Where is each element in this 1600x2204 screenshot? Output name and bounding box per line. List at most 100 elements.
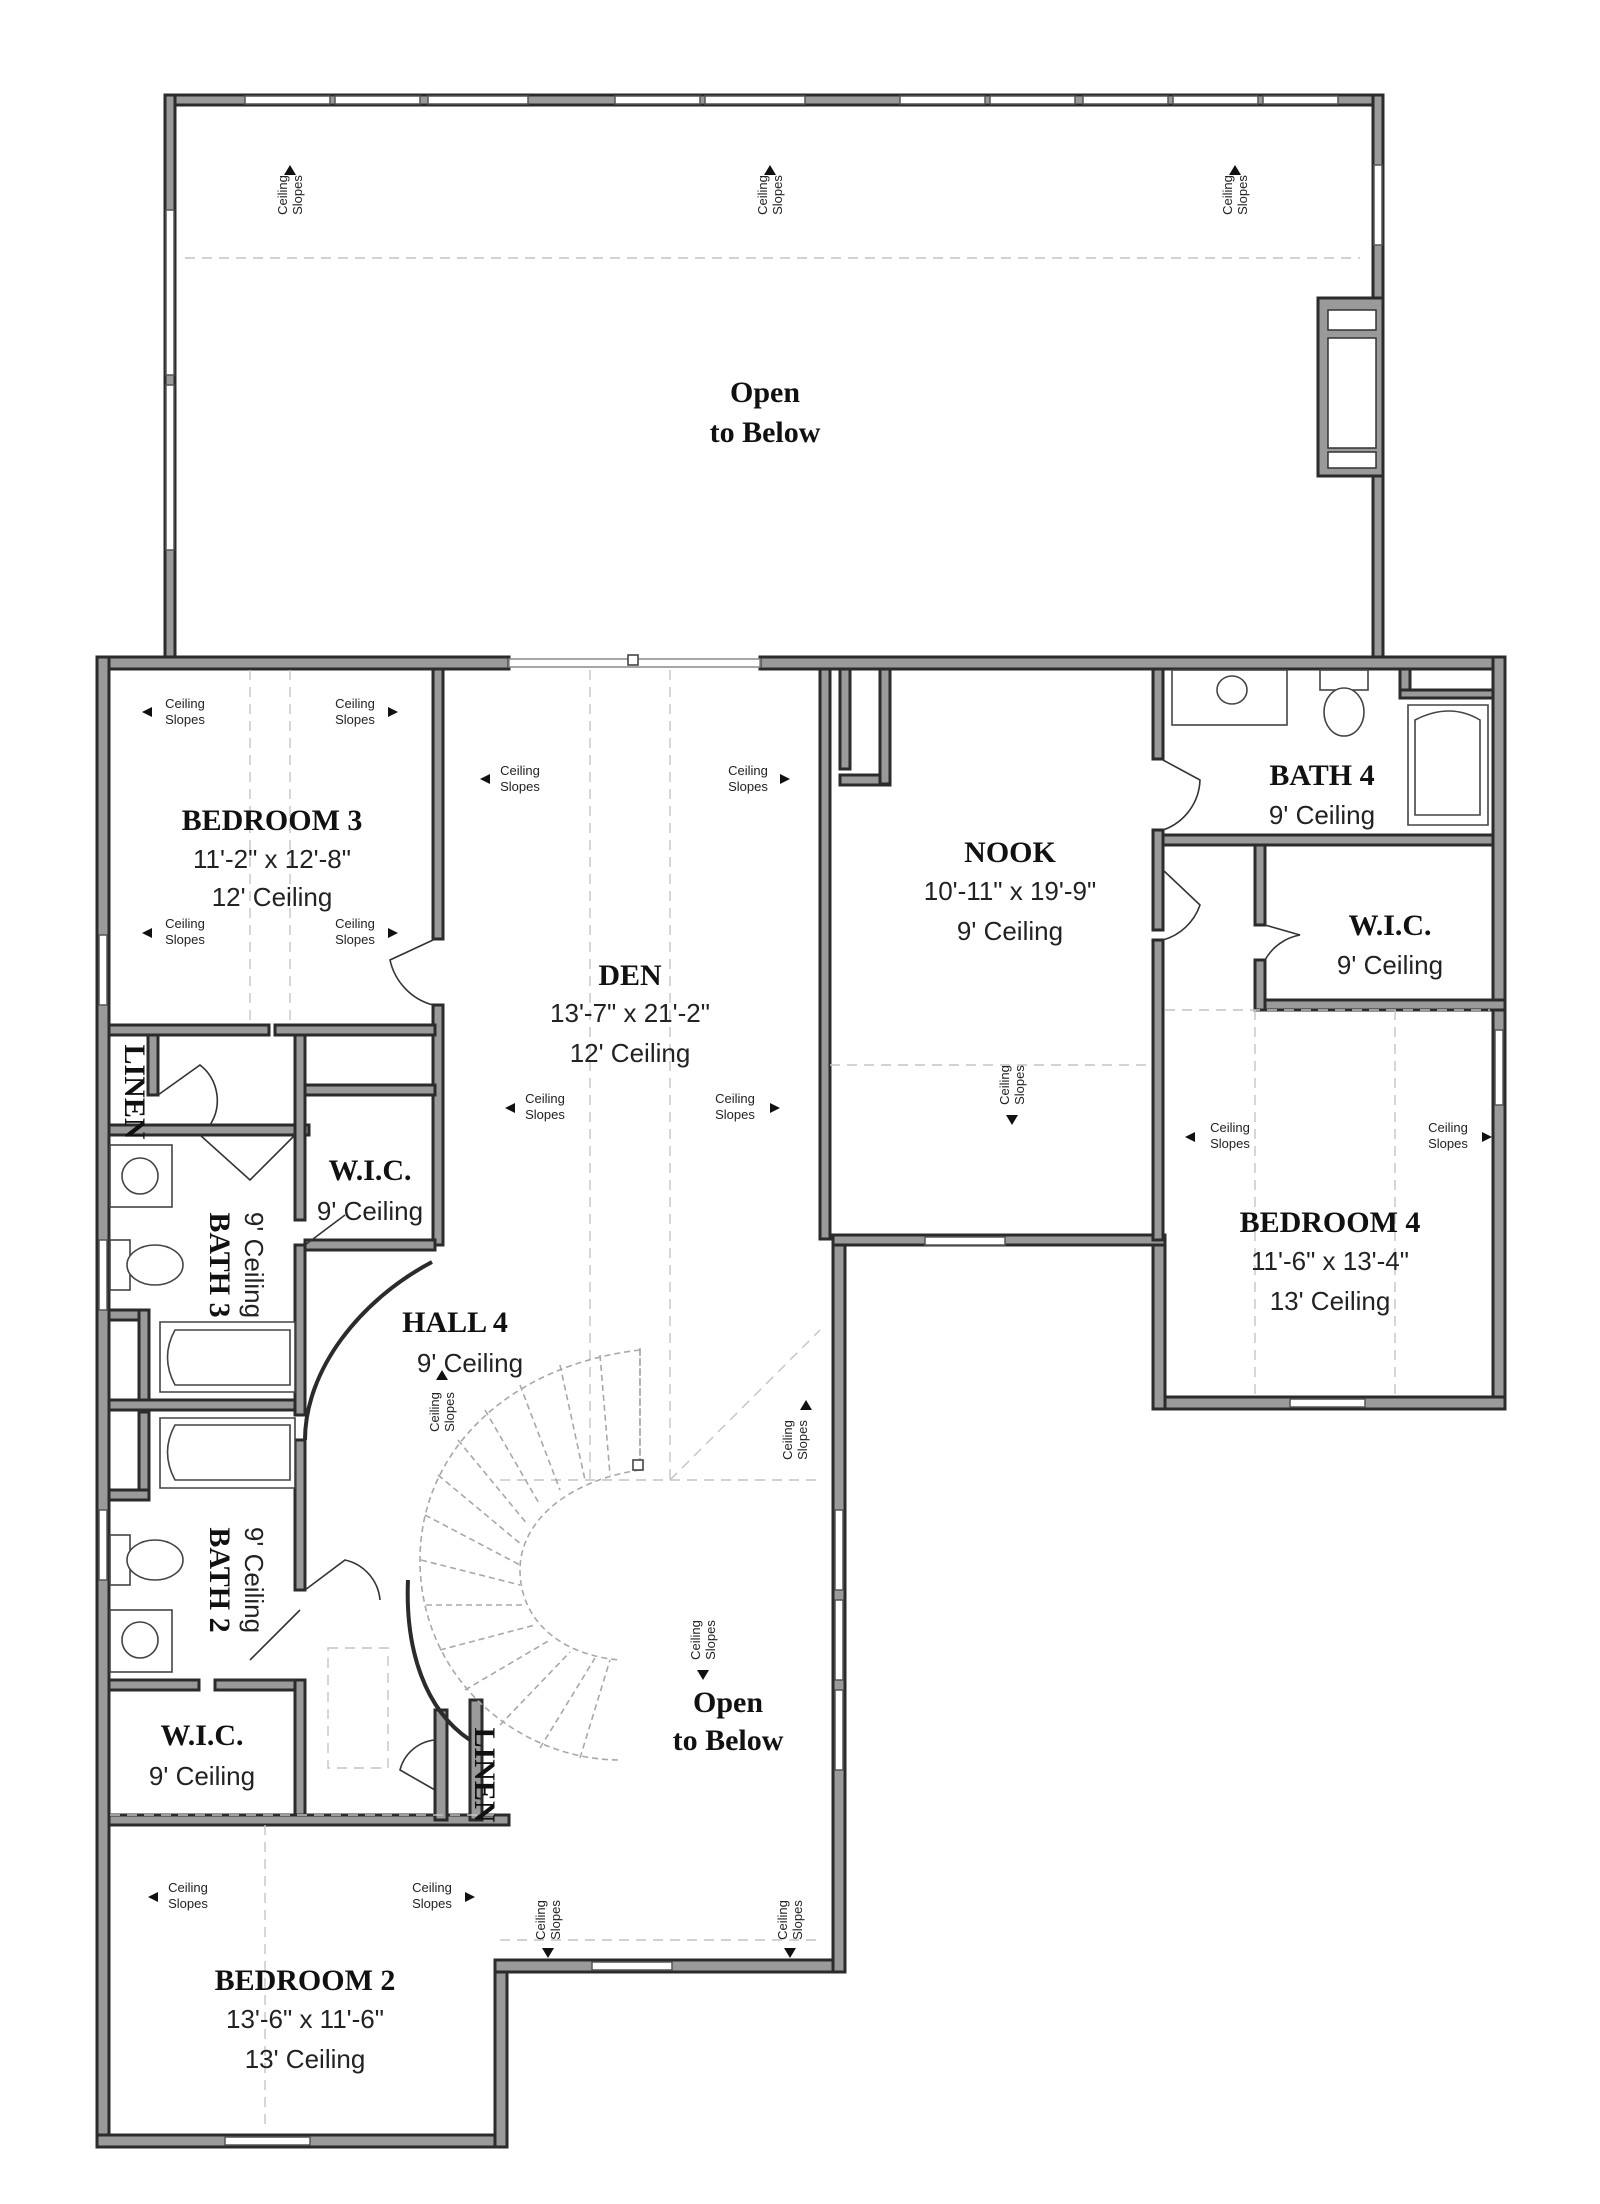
slope-marker: Ceiling Slopes bbox=[715, 1091, 780, 1122]
bath2-ceiling: 9' Ceiling bbox=[239, 1527, 269, 1633]
svg-text:Slopes: Slopes bbox=[548, 1900, 563, 1940]
svg-text:Slopes: Slopes bbox=[1012, 1065, 1027, 1105]
svg-text:Slopes: Slopes bbox=[335, 712, 375, 727]
den-dims: 13'-7" x 21'-2" bbox=[550, 998, 710, 1028]
spiral-stair bbox=[419, 654, 644, 1761]
interior-walls bbox=[107, 667, 1507, 1827]
slope-marker: Ceiling Slopes bbox=[1428, 1120, 1492, 1151]
svg-text:Ceiling: Ceiling bbox=[500, 763, 540, 778]
slope-marker: Ceiling Slopes bbox=[480, 763, 540, 794]
svg-text:Slopes: Slopes bbox=[795, 1420, 810, 1460]
bath3-toilet-icon bbox=[126, 1244, 184, 1286]
slope-text: Slopes bbox=[770, 175, 785, 215]
bedroom4-ceiling: 13' Ceiling bbox=[1270, 1286, 1391, 1316]
bedroom3-ceiling: 12' Ceiling bbox=[212, 882, 333, 912]
exterior-walls bbox=[95, 93, 1507, 2149]
svg-text:Slopes: Slopes bbox=[165, 712, 205, 727]
svg-text:Ceiling: Ceiling bbox=[412, 1880, 452, 1895]
svg-text:Ceiling: Ceiling bbox=[525, 1091, 565, 1106]
svg-text:Ceiling: Ceiling bbox=[728, 763, 768, 778]
svg-text:Ceiling: Ceiling bbox=[1210, 1120, 1250, 1135]
bath4-toilet-icon bbox=[1323, 687, 1365, 737]
wic-left-ceiling: 9' Ceiling bbox=[149, 1761, 255, 1791]
doors bbox=[157, 759, 1301, 1791]
svg-text:Slopes: Slopes bbox=[335, 932, 375, 947]
svg-text:Slopes: Slopes bbox=[168, 1896, 208, 1911]
svg-text:Slopes: Slopes bbox=[500, 779, 540, 794]
svg-text:Slopes: Slopes bbox=[790, 1900, 805, 1940]
svg-text:Ceiling: Ceiling bbox=[427, 1392, 442, 1432]
svg-text:Ceiling: Ceiling bbox=[775, 1900, 790, 1940]
svg-text:Ceiling: Ceiling bbox=[533, 1900, 548, 1940]
wic-right-ceiling: 9' Ceiling bbox=[1337, 950, 1443, 980]
slope-marker: Ceiling Slopes bbox=[142, 916, 205, 947]
room-labels: Open to Below BEDROOM 3 11'-2" x 12'-8" … bbox=[118, 376, 1443, 2074]
slope-text: Ceiling bbox=[1220, 175, 1235, 215]
svg-text:Ceiling: Ceiling bbox=[997, 1065, 1012, 1105]
nook-dims: 10'-11" x 19'-9" bbox=[924, 876, 1096, 906]
hall4-name: HALL 4 bbox=[402, 1306, 508, 1339]
svg-text:Slopes: Slopes bbox=[728, 779, 768, 794]
bath4-name: BATH 4 bbox=[1269, 759, 1374, 792]
bath2-name: BATH 2 bbox=[203, 1527, 236, 1632]
bath2-sink-icon bbox=[121, 1621, 159, 1659]
svg-text:Ceiling: Ceiling bbox=[165, 916, 205, 931]
svg-text:Ceiling: Ceiling bbox=[335, 916, 375, 931]
bedroom2-ceiling: 13' Ceiling bbox=[245, 2044, 366, 2074]
svg-text:Slopes: Slopes bbox=[442, 1392, 457, 1432]
linen-bottom-name: LINEN bbox=[468, 1727, 501, 1822]
nook-ceiling: 9' Ceiling bbox=[957, 916, 1063, 946]
svg-text:Slopes: Slopes bbox=[715, 1107, 755, 1122]
hall4-ceiling: 9' Ceiling bbox=[417, 1348, 523, 1378]
slope-marker: Ceiling Slopes bbox=[335, 696, 398, 727]
wic-left-name: W.I.C. bbox=[160, 1719, 243, 1752]
svg-text:Slopes: Slopes bbox=[1428, 1136, 1468, 1151]
svg-text:Ceiling: Ceiling bbox=[165, 696, 205, 711]
ceiling-lines bbox=[110, 257, 1490, 2130]
svg-text:Ceiling: Ceiling bbox=[1428, 1120, 1468, 1135]
curved-walls bbox=[303, 1260, 472, 1742]
bedroom3-dims: 11'-2" x 12'-8" bbox=[193, 844, 351, 874]
fixtures bbox=[109, 669, 1489, 1673]
bath4-toilet-tank-icon bbox=[1319, 669, 1369, 691]
bath4-sink-icon bbox=[1216, 675, 1248, 705]
svg-text:Ceiling: Ceiling bbox=[168, 1880, 208, 1895]
bath3-sink-icon bbox=[121, 1157, 159, 1195]
svg-text:Slopes: Slopes bbox=[412, 1896, 452, 1911]
svg-text:Slopes: Slopes bbox=[1210, 1136, 1250, 1151]
bedroom2-name: BEDROOM 2 bbox=[215, 1964, 396, 1997]
bedroom4-dims: 11'-6" x 13'-4" bbox=[1251, 1246, 1409, 1276]
slope-text: Slopes bbox=[1235, 175, 1250, 215]
svg-text:Ceiling: Ceiling bbox=[780, 1420, 795, 1460]
svg-text:Ceiling: Ceiling bbox=[688, 1620, 703, 1660]
den-ceiling: 12' Ceiling bbox=[570, 1038, 691, 1068]
bath3-ceiling: 9' Ceiling bbox=[239, 1212, 269, 1318]
slope-text: Ceiling bbox=[275, 175, 290, 215]
open-to-below-bottom-line2: to Below bbox=[673, 1724, 784, 1757]
bedroom2-dims: 13'-6" x 11'-6" bbox=[226, 2004, 384, 2034]
slope-marker: Ceiling Slopes bbox=[505, 1091, 565, 1122]
slope-marker: Ceiling Slopes bbox=[335, 916, 398, 947]
nook-name: NOOK bbox=[964, 836, 1056, 869]
bath3-name: BATH 3 bbox=[203, 1212, 236, 1317]
svg-text:Slopes: Slopes bbox=[165, 932, 205, 947]
ceiling-slope-markers: Ceiling Slopes Ceiling Slopes Ceiling Sl… bbox=[142, 165, 1492, 1958]
linen-top-name: LINEN bbox=[118, 1044, 151, 1139]
open-to-below-top-line2: to Below bbox=[710, 416, 821, 449]
svg-text:Slopes: Slopes bbox=[703, 1620, 718, 1660]
slope-text: Slopes bbox=[290, 175, 305, 215]
bath2-toilet-icon bbox=[126, 1539, 184, 1581]
slope-text: Ceiling bbox=[755, 175, 770, 215]
wic-mid-name: W.I.C. bbox=[328, 1154, 411, 1187]
slope-marker: Ceiling Slopes bbox=[728, 763, 790, 794]
slope-marker: Ceiling Slopes bbox=[142, 696, 205, 727]
bath4-ceiling: 9' Ceiling bbox=[1269, 800, 1375, 830]
wic-right-name: W.I.C. bbox=[1348, 909, 1431, 942]
bedroom3-name: BEDROOM 3 bbox=[182, 804, 363, 837]
svg-text:Ceiling: Ceiling bbox=[335, 696, 375, 711]
slope-marker: Ceiling Slopes bbox=[412, 1880, 475, 1911]
open-to-below-bottom-line1: Open bbox=[693, 1686, 763, 1719]
bedroom4-name: BEDROOM 4 bbox=[1240, 1206, 1421, 1239]
den-name: DEN bbox=[598, 959, 662, 992]
